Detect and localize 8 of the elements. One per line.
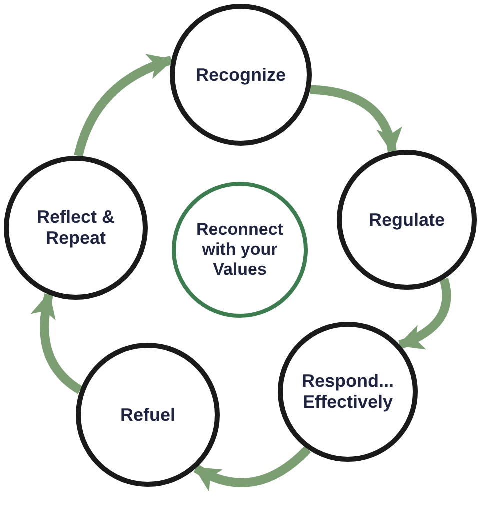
- curved-arrow: [194, 446, 311, 492]
- node-label: Refuel: [119, 404, 176, 426]
- node-label: Reconnect with your Values: [196, 220, 284, 280]
- node-label: Recognize: [194, 64, 288, 86]
- curved-arrow: [31, 292, 83, 394]
- node-label: Regulate: [368, 210, 446, 230]
- node-label: Reflect & Repeat: [36, 207, 116, 249]
- node-label: Respond... Effectively: [300, 371, 395, 413]
